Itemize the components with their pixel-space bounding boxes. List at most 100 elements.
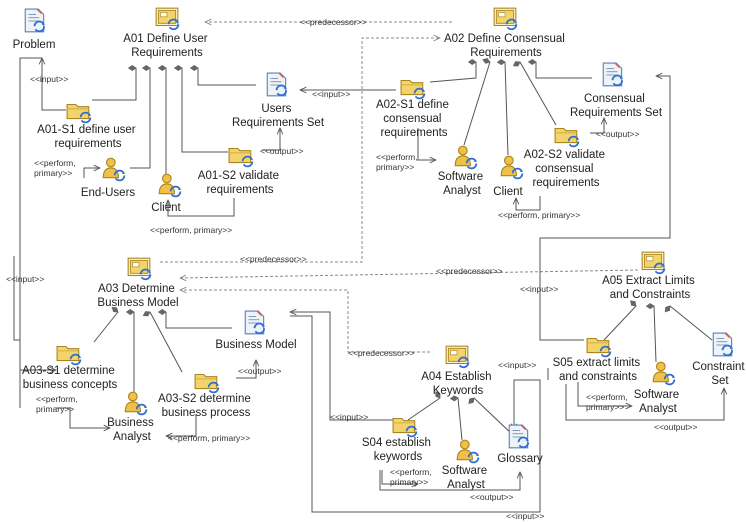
a02-s1-perform-software-analyst bbox=[417, 128, 436, 160]
connector-labels: <<predecessor>> <<input>> <<input>> <<ou… bbox=[6, 17, 698, 521]
software-analyst2-composition bbox=[449, 395, 463, 441]
predecessor-label: <<predecessor>> bbox=[240, 254, 307, 264]
client2-label: Client bbox=[493, 186, 523, 198]
step-folder-icon bbox=[229, 149, 253, 167]
artifact-document-icon bbox=[713, 333, 733, 356]
software-analyst3-label: Software Analyst bbox=[634, 389, 683, 415]
a01-s1-composition bbox=[92, 65, 137, 101]
end-users-label: End-Users bbox=[81, 187, 136, 199]
a02-s2-composition bbox=[512, 61, 557, 126]
activity-icon bbox=[446, 346, 469, 367]
perform-primary-label: <<perform, primary>> bbox=[150, 225, 232, 235]
role-person-icon bbox=[455, 146, 477, 168]
predecessor-a05-a03-connector bbox=[180, 269, 639, 278]
node-users-requirements-set[interactable]: Users Requirements Set bbox=[232, 73, 325, 129]
business-model-input-s04 bbox=[290, 312, 394, 421]
node-client-2[interactable]: Client bbox=[493, 156, 523, 198]
client2-composition bbox=[496, 59, 509, 156]
s04-output-glossary bbox=[379, 470, 520, 491]
connectors bbox=[13, 22, 724, 513]
software-analyst2-label: Software Analyst bbox=[442, 465, 491, 491]
activity-icon bbox=[642, 252, 665, 273]
node-a01-s2[interactable]: A01-S2 validate requirements bbox=[198, 149, 282, 197]
a03-s1-perform-business-analyst bbox=[56, 407, 110, 428]
node-a03-s1[interactable]: A03-S1 determine business concepts bbox=[22, 347, 118, 392]
perform-primary-label: <<perform, primary>> bbox=[34, 158, 78, 178]
input-label: <<input>> bbox=[6, 274, 44, 284]
node-a04[interactable]: A04 Establish Keywords bbox=[421, 346, 495, 397]
node-business-analyst[interactable]: Business Analyst bbox=[107, 392, 157, 443]
input-label: <<input>> bbox=[520, 284, 558, 294]
client1-perform-a01-s2 bbox=[168, 198, 235, 217]
a02-s1-composition bbox=[429, 59, 477, 83]
a05-label: A05 Extract Limits and Constraints bbox=[602, 275, 698, 301]
a03-s2-perform-business-analyst bbox=[166, 414, 197, 436]
consensual-req-input-s05 bbox=[539, 76, 671, 341]
predecessor-a04-a03-connector bbox=[180, 290, 430, 353]
predecessor-a03-a02-connector bbox=[160, 38, 440, 263]
node-client-1[interactable]: Client bbox=[151, 174, 181, 214]
node-constraint-set[interactable]: Constraint Set bbox=[692, 333, 746, 387]
node-a03[interactable]: A03 Determine Business Model bbox=[97, 258, 179, 309]
business-model-input-glossary bbox=[290, 315, 541, 513]
software-analyst1-composition bbox=[463, 58, 491, 146]
node-end-users[interactable]: End-Users bbox=[81, 158, 136, 199]
artifact-document-icon bbox=[245, 311, 265, 334]
predecessor-label: <<predecessor>> bbox=[348, 348, 415, 358]
role-person-icon bbox=[457, 440, 479, 462]
node-s04[interactable]: S04 establish keywords bbox=[362, 419, 434, 464]
role-person-icon bbox=[653, 362, 675, 384]
a02-label: A02 Define Consensual Requirements bbox=[444, 33, 568, 59]
node-software-analyst-2[interactable]: Software Analyst bbox=[442, 440, 491, 491]
node-glossary[interactable]: Glossary bbox=[497, 425, 543, 465]
node-a01-s1[interactable]: A01-S1 define user requirements bbox=[37, 105, 139, 151]
problem-input-a01-s1 bbox=[42, 58, 66, 111]
artifact-document-icon bbox=[25, 9, 45, 32]
perform-primary-label: <<perform, primary>> bbox=[586, 392, 630, 412]
step-folder-icon bbox=[555, 129, 579, 147]
problem-input-a03-s1 bbox=[19, 370, 56, 408]
step-folder-icon bbox=[195, 375, 219, 393]
consensual-req-set-label: Consensual Requirements Set bbox=[570, 93, 663, 119]
input-label: <<input>> bbox=[330, 412, 368, 422]
end-users-composition bbox=[130, 65, 151, 169]
s05-label: S05 extract limits and constraints bbox=[553, 357, 644, 383]
output-label: <<output>> bbox=[596, 129, 640, 139]
node-a02-s1[interactable]: A02-S1 define consensual requirements bbox=[376, 81, 452, 140]
node-a02[interactable]: A02 Define Consensual Requirements bbox=[444, 8, 568, 59]
glossary-label: Glossary bbox=[497, 453, 543, 465]
node-a02-s2[interactable]: A02-S2 validate consensual requirements bbox=[524, 129, 608, 190]
node-consensual-requirements-set[interactable]: Consensual Requirements Set bbox=[570, 63, 663, 119]
a04-label: A04 Establish Keywords bbox=[421, 371, 495, 397]
node-business-model[interactable]: Business Model bbox=[215, 311, 297, 351]
node-problem[interactable]: Problem bbox=[13, 9, 56, 51]
a03-s1-label: A03-S1 determine business concepts bbox=[22, 365, 118, 391]
a01-s1-label: A01-S1 define user requirements bbox=[37, 124, 139, 150]
artifact-document-icon bbox=[603, 63, 623, 86]
client1-label: Client bbox=[151, 202, 181, 214]
a03-s2-output bbox=[236, 360, 256, 379]
step-folder-icon bbox=[587, 339, 611, 357]
role-person-icon bbox=[159, 174, 181, 196]
node-software-analyst-3[interactable]: Software Analyst bbox=[634, 362, 683, 415]
perform-primary-label: <<perform, primary>> bbox=[376, 152, 420, 172]
a01-s2-label: A01-S2 validate requirements bbox=[198, 170, 282, 196]
node-software-analyst-1[interactable]: Software Analyst bbox=[438, 146, 487, 197]
business-model-composition bbox=[157, 309, 232, 329]
node-a03-s2[interactable]: A03-S2 determine business process bbox=[158, 375, 254, 420]
a02-s1-label: A02-S1 define consensual requirements bbox=[376, 99, 452, 139]
constraint-set-composition bbox=[664, 305, 713, 341]
perform-primary-label: <<perform, primary>> bbox=[498, 210, 580, 220]
node-a05[interactable]: A05 Extract Limits and Constraints bbox=[602, 252, 698, 301]
perform-primary-label: <<perform, primary>> bbox=[36, 394, 80, 414]
node-s05[interactable]: S05 extract limits and constraints bbox=[553, 339, 644, 384]
step-folder-icon bbox=[67, 105, 91, 123]
constraint-set-label: Constraint Set bbox=[692, 361, 746, 387]
output-label: <<output>> bbox=[470, 492, 514, 502]
role-person-icon bbox=[103, 158, 125, 180]
node-a01[interactable]: A01 Define User Requirements bbox=[123, 8, 211, 59]
end-users-perform-a01-s1 bbox=[83, 168, 100, 178]
s05-output-constraint-set bbox=[565, 384, 724, 421]
role-person-icon bbox=[125, 392, 147, 414]
software-analyst1-label: Software Analyst bbox=[438, 171, 487, 197]
